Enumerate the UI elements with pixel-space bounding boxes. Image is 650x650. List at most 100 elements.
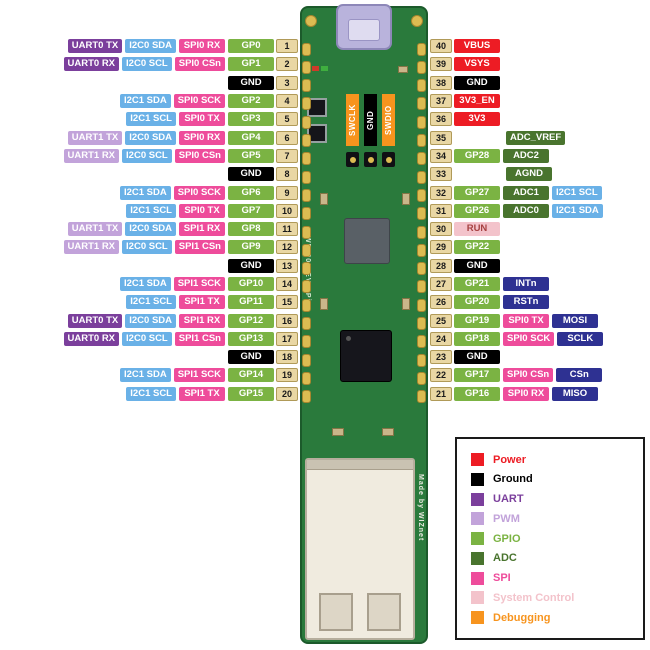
pin-label-ground: GND: [454, 75, 500, 90]
pin-number: 38: [430, 75, 452, 90]
pin-label-spi: SPI0 CSn: [174, 57, 225, 72]
swclk-label: SWCLK: [346, 94, 359, 146]
pin-row-left: GND: [0, 348, 274, 366]
pin-label-power: VBUS: [454, 39, 500, 54]
pin-number: 24: [430, 331, 452, 346]
pin-row-right: RUN: [454, 220, 650, 238]
solder-pad: [302, 280, 311, 294]
solder-pad: [417, 60, 426, 74]
solder-pad: [302, 79, 311, 93]
legend-swatch: [471, 551, 484, 565]
pin-number: 29: [430, 240, 452, 255]
pin-number: 36: [430, 112, 452, 127]
solder-pad: [417, 134, 426, 147]
legend-swatch: [471, 472, 484, 486]
pin-number: 37: [430, 94, 452, 109]
pin-label-spi: SPI0 RX: [179, 39, 225, 54]
pin-label-spi: SPI0 TX: [179, 112, 225, 127]
column-spacer: [454, 174, 503, 175]
pin-label-i2c: I2C1 SCL: [126, 295, 176, 310]
pin-label-gpio: GP8: [228, 222, 274, 237]
pin-label-ground: GND: [454, 258, 500, 273]
pin-label-i2c: I2C1 SCL: [126, 386, 176, 401]
solder-pad: [417, 97, 426, 111]
solder-pad: [417, 243, 426, 257]
solder-pad: [302, 188, 311, 202]
solder-pad: [417, 207, 426, 221]
solder-pad: [417, 225, 426, 239]
pin-number: 20: [276, 386, 298, 401]
pin-label-spi: SPI1 SCK: [173, 277, 225, 291]
pin-row-right: AGND: [454, 165, 650, 183]
pin-number: 35: [430, 130, 452, 145]
pin-number-row: 20: [276, 385, 298, 403]
pin-number: 16: [276, 313, 298, 328]
solder-pad: [417, 335, 426, 349]
solder-pad: [302, 170, 311, 184]
pin-row-right: GND: [454, 348, 650, 366]
pin-number: 1: [276, 39, 298, 54]
pin-label-eth: RSTn: [503, 295, 549, 310]
pin-number-row: 8: [276, 165, 298, 183]
pin-number: 13: [276, 258, 298, 273]
pin-label-i2c: I2C1 SDA: [119, 94, 171, 109]
pin-label-uart: UART0 RX: [63, 57, 120, 72]
pin-label-power: 3V3_EN: [454, 94, 500, 109]
solder-pad: [302, 60, 311, 74]
solder-pad: [302, 353, 311, 367]
pin-number-row: 14: [276, 275, 298, 293]
pin-label-ground: GND: [454, 350, 500, 365]
pin-number: 17: [276, 331, 298, 346]
legend-label: Power: [493, 453, 527, 466]
mount-pad: [305, 15, 317, 27]
pin-number-row: 9: [276, 183, 298, 201]
legend-label: GPIO: [493, 532, 521, 545]
pin-number: 3: [276, 75, 298, 90]
pin-number: 7: [276, 148, 298, 163]
legend-label: PWM: [493, 512, 520, 525]
w5100s-chip: [344, 218, 390, 264]
passive-component: [402, 193, 410, 205]
pin-label-uart1: UART1 TX: [67, 130, 123, 145]
solder-pad: [417, 280, 426, 294]
swd-header-pin: [346, 152, 359, 167]
solder-pad: [302, 115, 311, 129]
solder-pad: [417, 79, 426, 93]
pin-label-i2c: I2C1 SDA: [119, 277, 171, 291]
pin-label-i2c: I2C1 SDA: [119, 368, 171, 383]
bootsel-button: [307, 124, 327, 143]
pin-number: 9: [276, 185, 298, 200]
passive-component: [402, 298, 410, 310]
pin-number-row: 6: [276, 128, 298, 146]
pin-label-i2c: I2C1 SDA: [552, 203, 603, 218]
pin-number: 21: [430, 386, 452, 401]
pin-label-gpio: GP12: [228, 313, 274, 328]
solder-pad: [417, 353, 426, 367]
pin-number: 34: [430, 148, 452, 163]
pin-number-row: 4: [276, 92, 298, 110]
pin-label-uart: UART0 TX: [67, 39, 123, 54]
pin-label-gpio: GP27: [454, 185, 500, 200]
pin-label-uart1: UART1 TX: [67, 222, 123, 237]
pin-number-row: 17: [276, 330, 298, 348]
pin-label-spi: SPI0 TX: [503, 313, 549, 328]
pin-label-power: 3V3: [454, 112, 500, 127]
pin-label-i2c: I2C1 SCL: [126, 203, 176, 218]
pin-label-i2c: I2C0 SDA: [125, 130, 176, 145]
pin-label-gpio: GP3: [228, 112, 274, 127]
pin-number: 19: [276, 368, 298, 383]
pin-label-i2c: I2C0 SCL: [122, 57, 172, 72]
pin-number: 40: [430, 39, 452, 54]
pin-label-i2c: I2C0 SDA: [125, 222, 176, 237]
solder-pad: [302, 335, 311, 349]
pin-number: 18: [276, 350, 298, 365]
